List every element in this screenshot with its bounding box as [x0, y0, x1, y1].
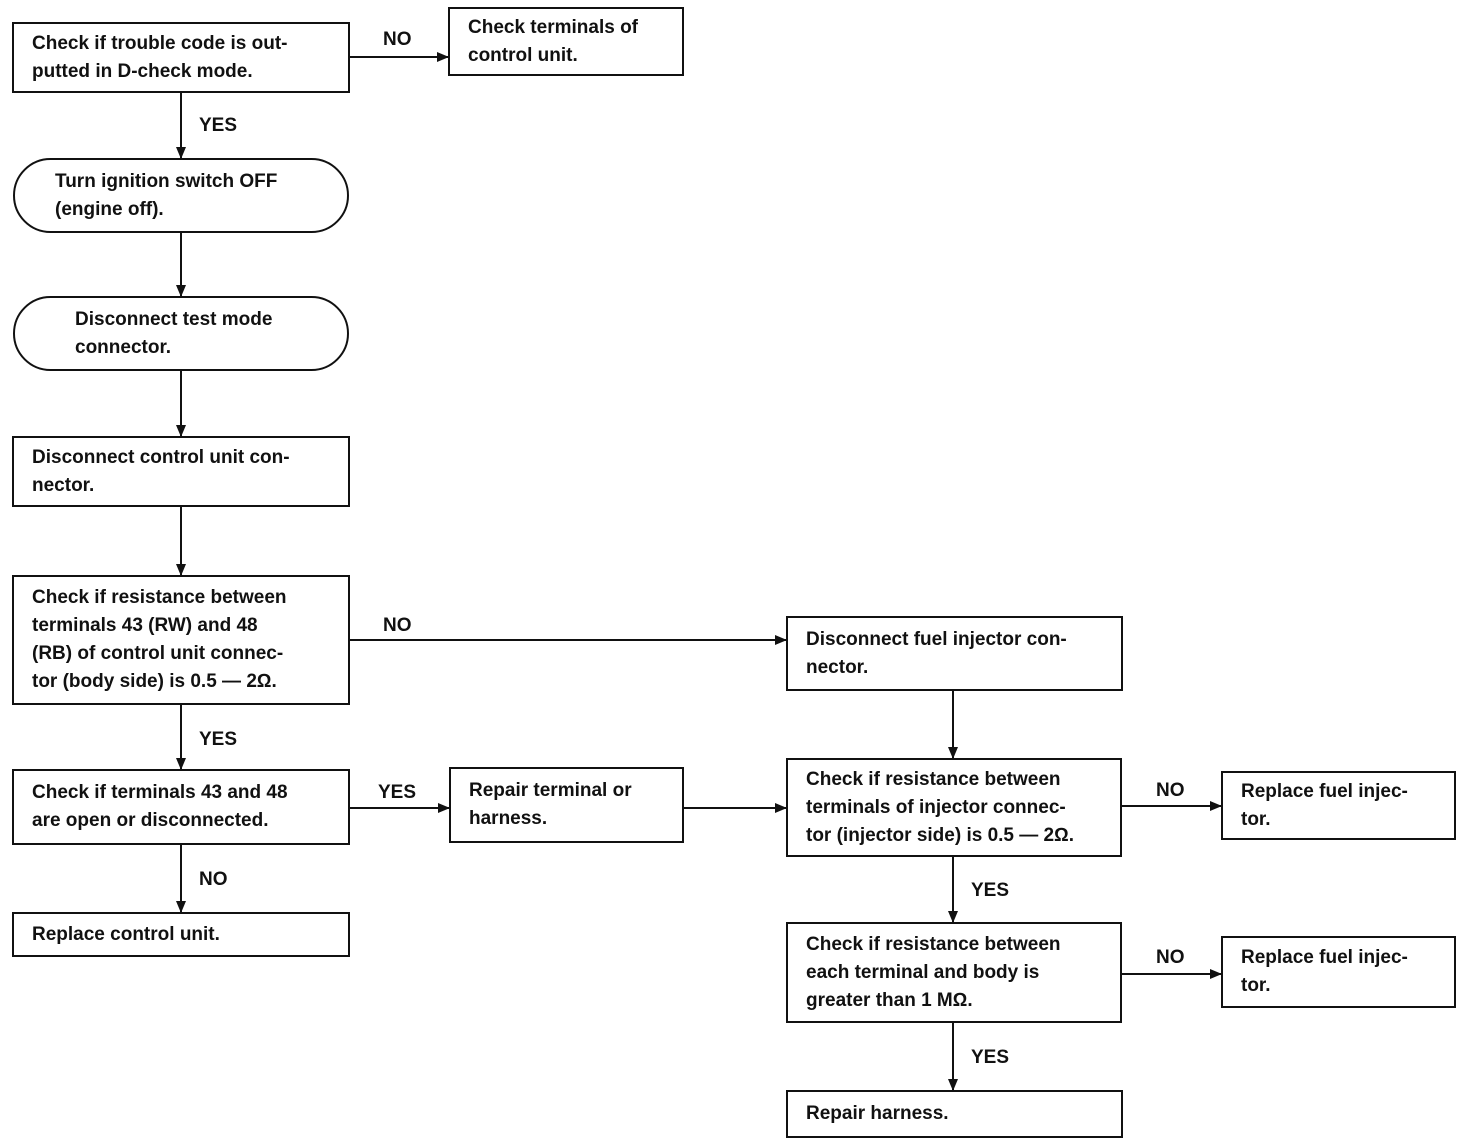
label-no-check: NO: [383, 615, 412, 636]
replace-inj-2-text: Replace fuel injec-tor.: [1241, 947, 1408, 996]
ignition-off-text: Turn ignition switch OFF(engine off).: [55, 170, 278, 220]
disconnect-inj-text: Disconnect fuel injector con-nector.: [806, 628, 1067, 678]
label-yes-open: YES: [378, 782, 417, 803]
ignition-off-box: Turn ignition switch OFF(engine off).: [13, 158, 349, 233]
d-check-box: Check if trouble code is out-putted in D…: [12, 22, 350, 93]
label-yes-body: YES: [971, 1047, 1010, 1068]
replace-inj-1-text: Replace fuel injec-tor.: [1241, 780, 1408, 830]
label-yes-dcheck: YES: [199, 115, 238, 136]
disconnect-cu-text: Disconnect control unit con-nector.: [32, 446, 290, 496]
disconnect-inj-box: Disconnect fuel injector con-nector.: [786, 616, 1123, 691]
replace-cu-text: Replace control unit.: [32, 923, 220, 945]
replace-inj-1-box: Replace fuel injec-tor.: [1221, 771, 1456, 840]
label-no-inj: NO: [1156, 780, 1185, 801]
replace-inj-2-box: Replace fuel injec-tor.: [1221, 936, 1456, 1008]
repair-harness-box: Repair harness.: [786, 1090, 1123, 1138]
label-yes-inj: YES: [971, 880, 1010, 901]
repair-harness-text: Repair harness.: [806, 1103, 949, 1124]
label-no-body: NO: [1156, 947, 1185, 968]
label-yes-check: YES: [199, 729, 238, 750]
label-no-open: NO: [199, 869, 228, 890]
disconnect-cu-box: Disconnect control unit con-nector.: [12, 436, 350, 507]
d-check-text: Check if trouble code is out-putted in D…: [32, 32, 288, 82]
replace-cu-box: Replace control unit.: [12, 912, 350, 957]
label-no-dcheck: NO: [383, 29, 412, 50]
